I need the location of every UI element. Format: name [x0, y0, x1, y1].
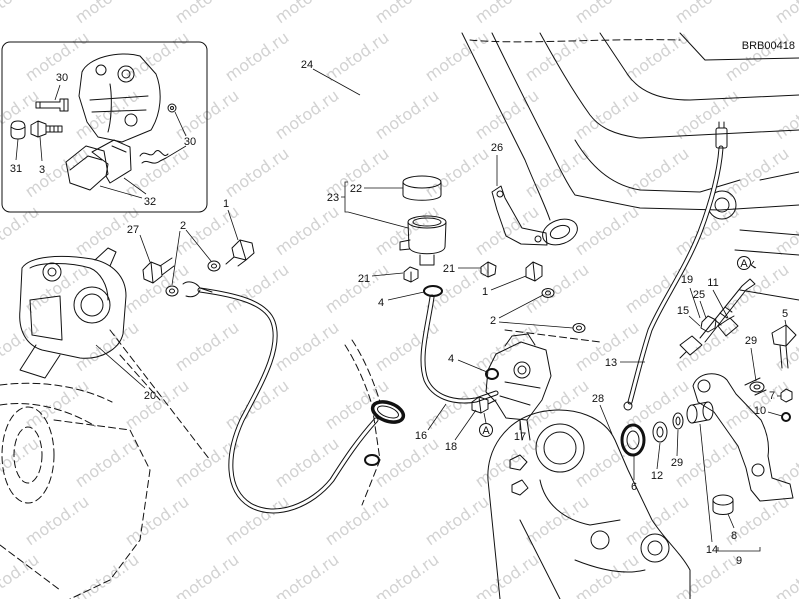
cable-connector — [715, 121, 728, 149]
footrest-rubber — [712, 494, 734, 515]
hose-clip — [423, 285, 443, 297]
brake-light-switch-cable — [627, 145, 724, 405]
part-number-label: 7 — [769, 390, 775, 402]
part-number-label: 29 — [745, 335, 757, 347]
part-number-label: 24 — [301, 59, 313, 71]
hose-banjo-fitting — [182, 281, 213, 298]
drawing-code: BRB00418 — [742, 40, 795, 52]
reservoir-hose — [420, 294, 499, 404]
lower-clevis — [679, 335, 703, 359]
banjo-bolt — [225, 239, 255, 267]
part-number-label: 10 — [754, 405, 766, 417]
rear-master-cylinder — [485, 333, 552, 441]
master-cylinder-pushrod — [699, 278, 756, 343]
sealing-washer — [541, 288, 555, 298]
switch-tip — [623, 401, 633, 411]
hose-clip — [485, 368, 499, 380]
lower-frame-mount — [487, 409, 691, 599]
reference-marker-label: A — [482, 425, 490, 437]
part-number-label: 5 — [782, 308, 788, 320]
leader-lines — [15, 68, 787, 552]
part-number-label: 2 — [490, 315, 496, 327]
part-number-label: 14 — [706, 544, 718, 556]
adjuster-nut — [700, 315, 717, 333]
hose-grommet — [364, 454, 380, 466]
part-number-label: 8 — [731, 530, 737, 542]
part-number-label: 16 — [415, 430, 427, 442]
master-cylinder-banjo-bolt — [525, 261, 543, 282]
reference-marker-label: A — [740, 258, 748, 270]
part-number-label: 9 — [736, 555, 742, 567]
part-number-label: 22 — [350, 183, 362, 195]
part-number-label: 6 — [631, 481, 637, 493]
part-number-label: 20 — [144, 390, 156, 402]
washer — [672, 412, 684, 430]
hose-clamp — [370, 400, 406, 424]
reservoir-cap — [402, 175, 442, 201]
caliper-half-inset — [78, 53, 161, 143]
brake-pedal — [692, 373, 794, 502]
pedal-nut — [780, 388, 793, 403]
caliper-brake-hose — [197, 287, 379, 514]
pedal-spacer — [781, 412, 791, 422]
pad-spring-clip — [139, 150, 169, 164]
part-number-label: 28 — [592, 393, 604, 405]
pin-retainer — [167, 103, 177, 113]
part-number-label: 12 — [651, 470, 663, 482]
inset-detail-box — [1, 41, 208, 213]
master-cylinder-banjo-bolt — [471, 396, 497, 414]
pedal-pivot-bearing — [620, 423, 646, 457]
part-number-label: 31 — [10, 163, 22, 175]
part-number-label: 30 — [56, 72, 68, 84]
part-number-label: 18 — [445, 441, 457, 453]
sealing-washer — [207, 260, 221, 272]
caliper-bolt — [142, 257, 175, 284]
assembly-axis-line — [504, 329, 601, 343]
part-number-label: 1 — [223, 198, 229, 210]
pedal-pivot-bolt — [771, 324, 797, 369]
pad-pin — [35, 98, 69, 112]
part-number-label: 2 — [180, 220, 186, 232]
rear-brake-caliper — [19, 247, 127, 379]
part-number-label: 17 — [514, 431, 526, 443]
wheel-hub-outline — [0, 329, 211, 599]
reservoir-bracket — [491, 185, 548, 246]
reservoir-screw — [403, 266, 419, 283]
part-number-label: 30 — [184, 136, 196, 148]
pushrod-clevis — [717, 315, 739, 337]
part-number-label: 3 — [39, 164, 45, 176]
part-number-label: 19 — [681, 274, 693, 286]
part-number-label: 21 — [358, 273, 370, 285]
part-number-label: 26 — [491, 142, 503, 154]
sealing-washer — [165, 285, 179, 297]
part-number-label: 15 — [677, 305, 689, 317]
frame-section — [461, 32, 799, 301]
caliper-pin-bolt — [30, 120, 63, 138]
reservoir-screw — [480, 261, 497, 278]
part-number-label: 21 — [443, 263, 455, 275]
brake-fluid-reservoir — [399, 215, 447, 266]
part-number-label: 23 — [327, 192, 339, 204]
brake-pads — [65, 139, 132, 191]
washer — [652, 421, 668, 443]
part-number-label: 25 — [693, 289, 705, 301]
part-number-label: 13 — [605, 357, 617, 369]
part-number-label: 4 — [378, 297, 384, 309]
washer — [749, 381, 765, 393]
part-number-label: 29 — [671, 457, 683, 469]
part-number-label: 1 — [482, 286, 488, 298]
part-number-label: 4 — [448, 353, 454, 365]
part-number-label: 27 — [127, 224, 139, 236]
pin-cap — [10, 120, 26, 140]
part-number-label: 11 — [707, 277, 718, 289]
part-number-label: 32 — [144, 196, 156, 208]
reference-marker-circle — [479, 256, 751, 437]
